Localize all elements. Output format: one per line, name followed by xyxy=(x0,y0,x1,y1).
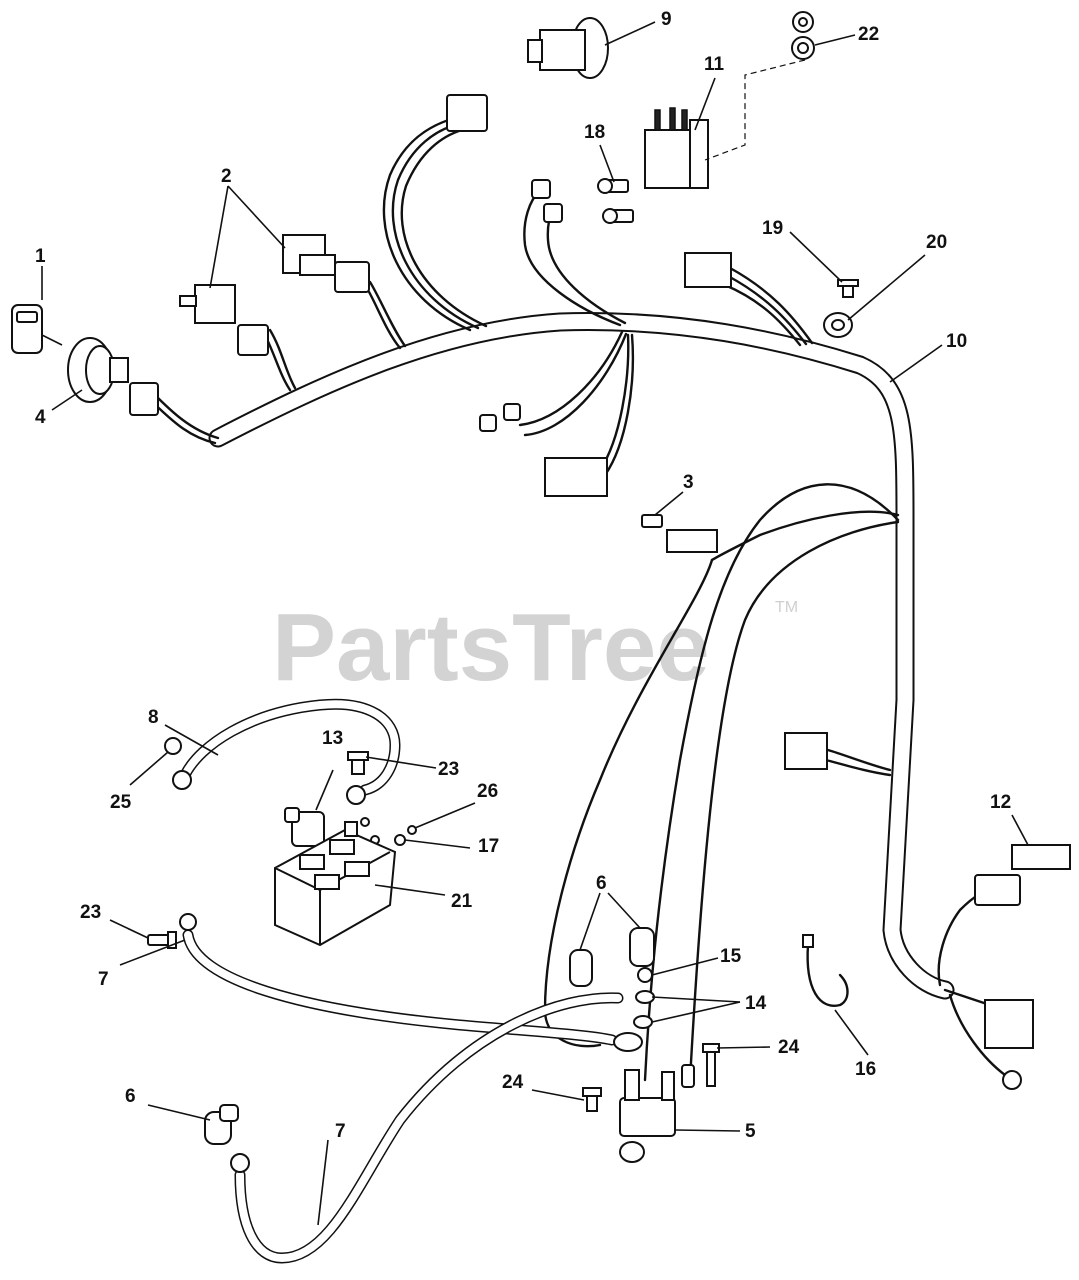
callout-19: 19 xyxy=(762,218,783,239)
callout-11: 11 xyxy=(704,54,725,75)
battery-cable-7-lower[interactable] xyxy=(230,992,624,1264)
switch-9[interactable] xyxy=(527,17,609,79)
callout-13: 13 xyxy=(322,728,343,749)
callout-18: 18 xyxy=(584,122,605,143)
callout-9: 9 xyxy=(661,9,672,30)
callout-6-lower: 6 xyxy=(125,1086,136,1107)
callout-4: 4 xyxy=(35,407,46,428)
relay-2[interactable] xyxy=(179,234,370,356)
washer-14[interactable] xyxy=(633,990,655,1029)
screw-19[interactable] xyxy=(837,279,859,298)
leader-lines xyxy=(41,21,1029,1226)
callout-21: 21 xyxy=(451,891,473,912)
fuse-holder-3[interactable] xyxy=(641,514,718,553)
callout-8: 8 xyxy=(148,707,159,728)
callout-12: 12 xyxy=(990,792,1011,813)
callout-10: 10 xyxy=(946,331,967,352)
nut-25[interactable] xyxy=(164,737,182,755)
starter-solenoid-5[interactable] xyxy=(619,1064,695,1163)
screw-23-upper[interactable] xyxy=(347,751,369,775)
nut-26[interactable] xyxy=(407,825,417,835)
callout-23-lower: 23 xyxy=(80,902,101,923)
terminal-boot-6-upper[interactable] xyxy=(569,927,655,987)
nut-22[interactable] xyxy=(791,11,815,60)
ground-cable-8[interactable] xyxy=(172,698,401,805)
callout-15: 15 xyxy=(720,946,742,967)
watermark-trademark: TM xyxy=(775,599,798,616)
callout-23-upper: 23 xyxy=(438,759,459,780)
callout-3: 3 xyxy=(683,472,694,493)
screw-18[interactable] xyxy=(597,178,634,224)
callout-17: 17 xyxy=(478,836,499,857)
harness-connector-side xyxy=(784,732,828,770)
callout-labels: 1 2 3 4 5 6 6 7 7 8 9 10 11 12 13 14 15 … xyxy=(35,9,1011,1142)
harness-plugs-upper xyxy=(479,179,732,497)
watermark-text: PartsTree xyxy=(272,594,710,701)
callout-6-upper: 6 xyxy=(596,873,607,894)
battery-cable-7-upper[interactable] xyxy=(179,913,643,1052)
relay-11[interactable] xyxy=(644,107,709,189)
screw-24-left[interactable] xyxy=(582,1087,602,1112)
callout-1: 1 xyxy=(35,246,46,267)
callout-22: 22 xyxy=(858,24,879,45)
wire-harness-10[interactable] xyxy=(208,312,955,1000)
battery-21[interactable] xyxy=(274,821,397,947)
callout-25: 25 xyxy=(110,792,132,813)
callout-7-lower: 7 xyxy=(335,1121,346,1142)
callout-24-right: 24 xyxy=(778,1037,800,1058)
callout-7-upper: 7 xyxy=(98,969,109,990)
screw-23-lower[interactable] xyxy=(147,931,177,949)
screw-24-right[interactable] xyxy=(702,1043,720,1087)
harness-branch-wires xyxy=(148,116,1007,1082)
terminal-boot-6-lower[interactable] xyxy=(204,1104,239,1145)
harness-connector-top xyxy=(446,94,488,132)
connector-12[interactable] xyxy=(974,844,1071,1090)
terminal-cover-13[interactable] xyxy=(284,807,325,847)
ignition-switch-4[interactable] xyxy=(67,337,159,416)
ground-strap-16[interactable] xyxy=(802,934,849,1007)
clamp-20[interactable] xyxy=(823,312,853,338)
callout-16: 16 xyxy=(855,1059,876,1080)
callout-5: 5 xyxy=(745,1121,756,1142)
nut-15[interactable] xyxy=(637,967,653,983)
callout-24-left: 24 xyxy=(502,1072,524,1093)
callout-26: 26 xyxy=(477,781,498,802)
callout-14: 14 xyxy=(745,993,767,1014)
callout-2: 2 xyxy=(221,166,232,187)
callout-20: 20 xyxy=(926,232,947,253)
ignition-key-1[interactable] xyxy=(11,304,63,354)
